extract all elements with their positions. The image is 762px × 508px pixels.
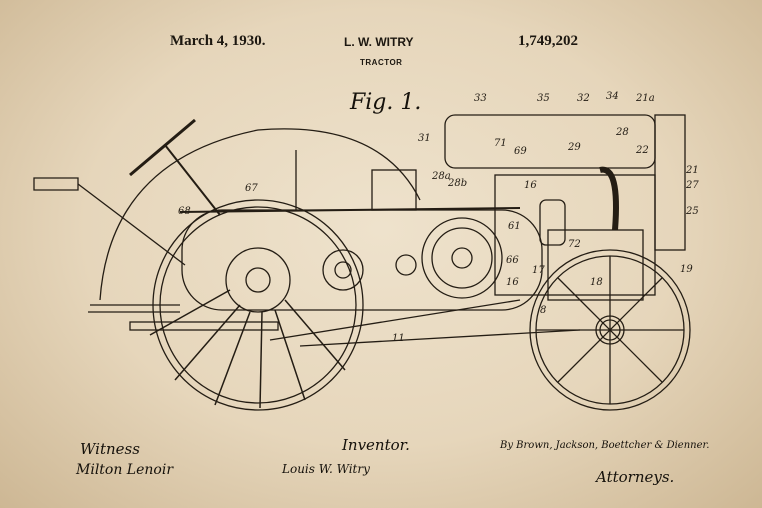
ref-18: 18 [590, 277, 603, 288]
witness-label: Witness [80, 440, 140, 458]
ref-27: 27 [686, 180, 699, 191]
patent-title: TRACTOR [360, 58, 403, 67]
ref-8: 8 [540, 305, 547, 316]
flywheel [421, 217, 503, 299]
ref-32: 32 [577, 93, 590, 104]
ref-17: 17 [532, 265, 545, 276]
front-wheel-rim [529, 249, 691, 411]
ref-28a: 28a [432, 171, 451, 182]
witness-signature: Milton Lenoir [76, 462, 174, 478]
steering-wheel [129, 118, 196, 177]
rear-fender [99, 128, 421, 301]
ref-22: 22 [636, 145, 649, 156]
patent-number: 1,749,202 [518, 33, 578, 49]
drawbar [269, 299, 521, 341]
ref-67: 67 [245, 183, 258, 194]
ref-28: 28 [616, 127, 629, 138]
attorneys-label: Attorneys. [596, 468, 675, 486]
ref-29: 29 [568, 142, 581, 153]
ref-61: 61 [508, 221, 521, 232]
ref-71: 71 [494, 138, 507, 149]
inventor-name: L. W. WITRY [344, 35, 414, 49]
ref-69: 69 [514, 146, 527, 157]
inventor-label: Inventor. [342, 436, 410, 454]
rear-wheel-hub [225, 247, 291, 313]
ref-28b: 28b [448, 178, 468, 189]
ref-35: 35 [537, 93, 550, 104]
rear-wheel-rim [152, 199, 364, 411]
ref-34: 34 [606, 91, 619, 102]
ref-19: 19 [680, 264, 693, 275]
fuel-tank [444, 114, 656, 169]
rear-wheel-spokes [149, 289, 346, 409]
front-wheel-spokes [536, 256, 684, 404]
attorneys-signature: By Brown, Jackson, Boettcher & Dienner. [500, 440, 710, 451]
inventor-signature: Louis W. Witry [282, 462, 370, 476]
seat [33, 177, 79, 191]
ref-16: 16 [524, 180, 537, 191]
ref-25: 25 [686, 206, 699, 217]
ref-33: 33 [474, 93, 487, 104]
ref-16b: 16 [506, 277, 519, 288]
ref-68: 68 [178, 206, 191, 217]
ref-66: 66 [506, 255, 519, 266]
engine-block [494, 174, 656, 296]
ref-31: 31 [418, 133, 431, 144]
radiator [654, 114, 686, 251]
ref-72: 72 [568, 239, 581, 250]
patent-date: March 4, 1930. [170, 33, 266, 49]
ref-21a: 21a [636, 93, 655, 104]
figure-label: Fig. 1. [350, 90, 422, 115]
ref-11: 11 [392, 333, 405, 344]
ref-21: 21 [686, 165, 699, 176]
